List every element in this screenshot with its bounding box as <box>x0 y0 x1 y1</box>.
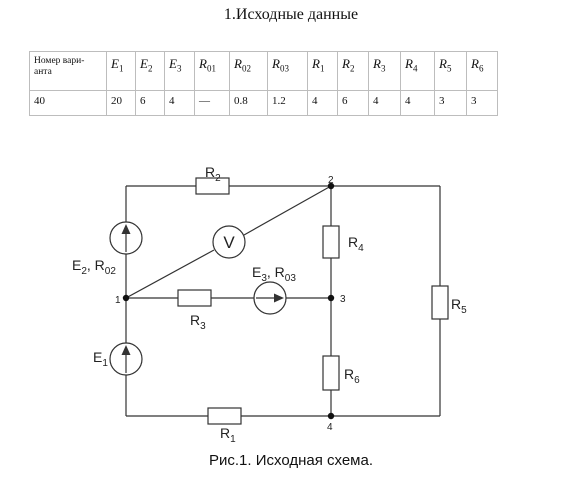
figure-caption: Рис.1. Исходная схема. <box>208 452 374 469</box>
node-label-1: 1 <box>115 295 121 306</box>
label-r5: R5 <box>451 296 467 316</box>
resistor-r6 <box>322 355 340 391</box>
header-cell: R01 <box>194 51 230 91</box>
value-cell: 1.2 <box>267 90 308 116</box>
arrowhead-e2 <box>121 224 131 234</box>
value-cell: 6 <box>337 90 369 116</box>
label-r3: R3 <box>190 312 206 332</box>
node-label-4: 4 <box>327 422 333 433</box>
arrowhead-e1 <box>121 345 131 355</box>
node-dot-2 <box>327 182 335 190</box>
node-dot-4 <box>327 412 335 420</box>
header-cell: R5 <box>434 51 467 91</box>
header-cell: R2 <box>337 51 369 91</box>
resistor-r4 <box>322 225 340 259</box>
header-cell: E1 <box>106 51 136 91</box>
label-r2: R2 <box>205 164 221 184</box>
resistor-r5 <box>431 285 449 320</box>
node-dot-3 <box>327 294 335 302</box>
value-cell: 6 <box>135 90 165 116</box>
value-cell: — <box>194 90 230 116</box>
node-dot-1 <box>122 294 130 302</box>
header-cell: R1 <box>307 51 338 91</box>
value-cell: 4 <box>400 90 435 116</box>
node-label-2: 2 <box>328 175 334 186</box>
header-cell: R6 <box>466 51 498 91</box>
label-r1: R1 <box>220 425 236 445</box>
table-value-row: 40 20 6 4 — 0.8 1.2 4 6 4 4 3 3 <box>29 90 498 116</box>
resistor-r3 <box>177 289 212 307</box>
label-r4: R4 <box>348 234 364 254</box>
source-data-table: Номер вари-анта E1 E2 E3 R01 R02 R03 R1 … <box>29 51 498 116</box>
value-cell: 4 <box>164 90 195 116</box>
voltmeter-label: V <box>223 233 235 252</box>
value-cell: 0.8 <box>229 90 268 116</box>
label-e1: E1 <box>93 349 108 369</box>
arrowhead-e3 <box>274 293 284 303</box>
value-cell: 4 <box>307 90 338 116</box>
value-cell: 3 <box>466 90 498 116</box>
header-cell: R02 <box>229 51 268 91</box>
value-cell: 40 <box>29 90 107 116</box>
variant-header-cell: Номер вари-анта <box>29 51 107 91</box>
section-heading: 1.Исходные данные <box>223 6 359 23</box>
label-e2-r02: E2, R02 <box>72 257 116 277</box>
node-label-3: 3 <box>340 294 346 305</box>
resistor-r1 <box>207 407 242 425</box>
label-e3-r03: E3, R03 <box>252 264 296 284</box>
resistor-r2 <box>195 177 230 195</box>
value-cell: 20 <box>106 90 136 116</box>
label-r6: R6 <box>344 366 360 386</box>
voltmeter-circle <box>212 225 246 259</box>
wire-voltmeter <box>125 185 332 299</box>
